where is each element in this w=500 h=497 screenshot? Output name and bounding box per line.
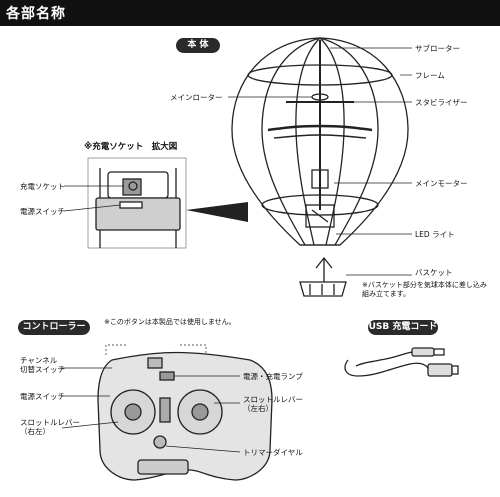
controller-illustration [97,344,273,481]
label-charge-socket: 充電ソケット [20,182,65,191]
label-main-rotor: メインローター [170,93,223,102]
rotor-assembly [267,40,373,228]
socket-detail-title: ※充電ソケット 拡大図 [84,142,178,152]
label-throttle-left-1: スロットルレバー [20,418,80,427]
label-frame: フレーム [415,71,445,80]
basket-note: ※バスケット部分を気球本体に差し込み組み立てます。 [362,281,487,298]
label-throttle-left-2: （右左） [20,427,50,436]
usb-pill: USB 充電コード [368,320,438,335]
page-title: 各部名称 [6,6,66,22]
basket [299,256,347,297]
label-throttle-right-2: （左右） [243,404,273,413]
label-power-switch-body: 電源スイッチ [20,207,65,216]
leader-lines-controller [61,367,241,453]
pointer-wedge [186,202,248,222]
label-power-lamp: 電源・充電ランプ [243,372,303,381]
label-basket: バスケット [415,268,453,277]
body-pill: 本 体 [176,38,220,53]
label-main-motor: メインモーター [415,179,468,188]
label-led-light: LED ライト [415,230,455,239]
label-stabilizer: スタビライザー [415,98,468,107]
section-header: 各部名称 [0,0,500,26]
label-channel-switch-1: チャンネル [20,356,58,365]
label-sub-rotor: サブローター [415,44,460,53]
unused-button-note: ※このボタンは本製品では使用しません。 [104,318,236,326]
leader-lines-body [228,47,412,276]
usb-cable [344,347,459,377]
controller-pill: コントローラー [18,320,90,335]
label-power-switch-controller: 電源スイッチ [20,392,65,401]
balloon-frame [231,37,409,246]
label-channel-switch-2: 切替スイッチ [20,365,65,374]
socket-closeup [63,157,187,249]
label-trimmer: トリマーダイヤル [243,448,303,457]
label-throttle-right-1: スロットルレバー [243,395,303,404]
